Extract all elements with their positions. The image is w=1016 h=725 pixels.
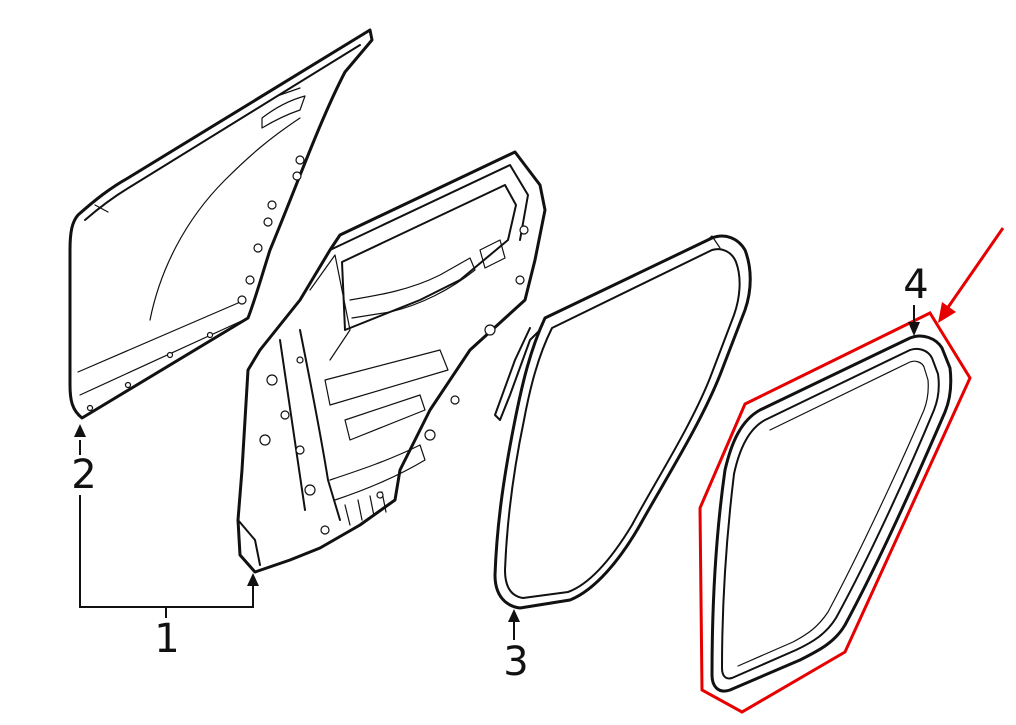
opening-weatherstrip <box>710 334 953 693</box>
frame-holes <box>259 225 529 535</box>
highlight-outline <box>698 311 972 714</box>
highlight-arrow <box>938 227 1005 323</box>
callout-label-2: 2 <box>71 452 96 498</box>
door-weatherstrip <box>493 234 752 610</box>
callout-2-leader <box>74 424 86 455</box>
callout-label-3: 3 <box>503 639 528 685</box>
outer-panel-holes <box>86 155 305 412</box>
door-inner-frame <box>236 150 547 574</box>
callout-4-leader <box>908 305 920 336</box>
callout-1-leader <box>79 495 259 618</box>
outer-door-panel <box>68 28 374 420</box>
callout-3-leader <box>508 609 520 640</box>
callout-label-1: 1 <box>154 616 179 662</box>
callout-label-4: 4 <box>903 262 928 308</box>
